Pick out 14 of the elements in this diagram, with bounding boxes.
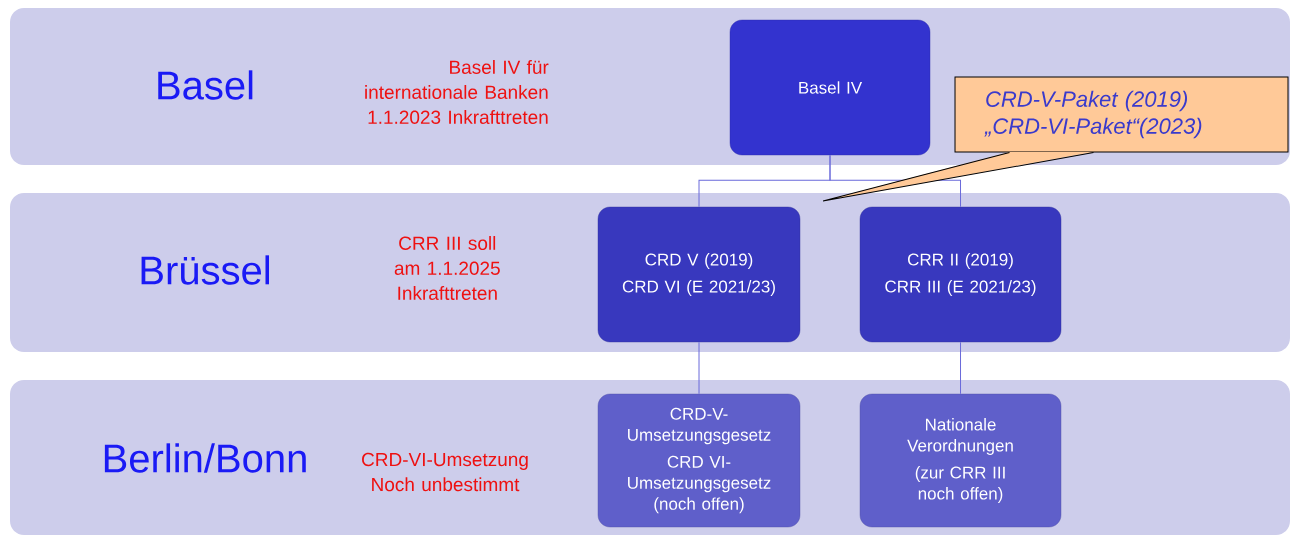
- note-text: CRD-VI-Umsetzung Noch unbestimmt: [362, 452, 528, 492]
- band-title: Brüssel: [141, 255, 269, 285]
- callout-box: CRD-V-Paket (2019) „CRD-VI-Paket“(2023): [954, 76, 1289, 153]
- band-title: Berlin/Bonn: [104, 443, 306, 473]
- process-box: CRD V (2019) CRD VI (E 2021/23): [597, 206, 801, 343]
- process-box: CRD-V-Umsetzungsgesetz CRD VI-Umsetzungsgesetz (noch offen): [597, 393, 801, 528]
- connector-line: [960, 341, 961, 395]
- process-box: Nationale Verordnungen (zur CRR III noch offen): [859, 393, 1062, 528]
- note-text: CRR III soll am 1.1.2025 Inkrafttreten: [394, 236, 500, 300]
- band-title: Basel: [158, 70, 253, 100]
- note-text: Basel IV für internationale Banken 1.1.2023 Inkrafttreten: [365, 60, 549, 124]
- process-box: Basel IV: [729, 19, 931, 156]
- process-box: CRR II (2019) CRR III (E 2021/23): [859, 206, 1062, 343]
- connector-line: [698, 341, 700, 395]
